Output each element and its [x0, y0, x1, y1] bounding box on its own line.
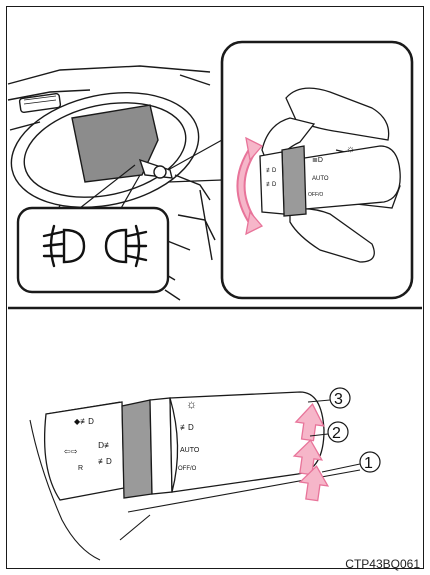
lever-closeup-inset: ≣D AUTO OFF/O ☼ ≢D ≢D [168, 42, 412, 298]
front-fog-light-icon: ◆≢D [74, 417, 94, 426]
svg-text:R: R [78, 465, 83, 472]
position-1-label: 1 [364, 455, 373, 472]
parking-light-icon: ☼ [186, 397, 197, 411]
front-fog-light-icon: ≢D [98, 457, 112, 466]
auto-label: AUTO [180, 447, 200, 454]
off-reset-label: OFF/O [178, 466, 197, 472]
turn-signal-icon: ⇦⇨ [64, 447, 78, 456]
headlight-icon: ≢D [180, 423, 194, 432]
lever-positions-diagram: ◆≢D ⇦⇨ Ⅾ≢ ≢D R ≢D AUTO OFF/O ☼ 3 2 1 [30, 388, 380, 560]
svg-text:≢D: ≢D [266, 167, 277, 174]
figure-code: CTP43BQ061 [345, 557, 420, 571]
svg-text:☼: ☼ [346, 144, 355, 155]
rear-fog-light-icon: Ⅾ≢ [98, 441, 112, 450]
auto-label: AUTO [312, 176, 329, 182]
off-reset-label: OFF/O [308, 192, 323, 198]
position-2-label: 2 [332, 425, 341, 442]
svg-text:≢D: ≢D [266, 181, 277, 188]
fog-switch-ring [282, 146, 306, 216]
fog-switch-ring [122, 400, 152, 498]
position-3-label: 3 [334, 391, 343, 408]
svg-text:≣D: ≣D [312, 155, 323, 164]
